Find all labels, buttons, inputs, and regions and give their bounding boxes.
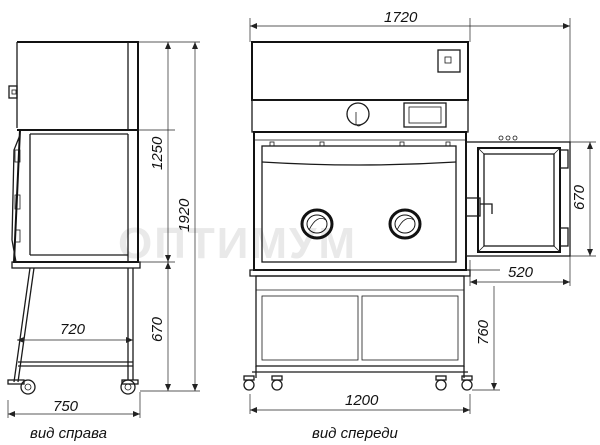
dim-front-base-width: 1200 <box>345 392 379 409</box>
dim-side-total-height: 1920 <box>176 198 193 232</box>
front-stand-frame <box>255 275 465 367</box>
dim-side-width: 750 <box>53 398 79 415</box>
side-caster-right <box>120 379 139 395</box>
front-caster-right-outer <box>461 375 473 391</box>
pass-box-handle <box>465 197 481 217</box>
side-worktop <box>11 261 141 269</box>
front-caster-left-inner <box>271 375 283 391</box>
dim-side-lower-height: 670 <box>149 316 166 342</box>
glove-port-right <box>388 208 422 240</box>
glove-port-left <box>300 208 334 240</box>
side-view-caption: вид справа <box>30 425 107 442</box>
dim-side-upper-height: 1250 <box>149 136 166 170</box>
dim-side-leg-width: 720 <box>60 321 86 338</box>
dim-front-door-depth: 520 <box>508 264 534 281</box>
side-top-cabinet <box>17 41 139 131</box>
front-top-panel <box>437 49 461 73</box>
front-view-caption: вид спереди <box>312 425 399 442</box>
front-caster-left-outer <box>243 375 255 391</box>
watermark-text: ОПТИМУМ <box>118 219 357 268</box>
front-top-cabinet <box>251 41 469 101</box>
side-view: 750 720 1250 670 1920 вид справа <box>7 41 200 442</box>
control-screen <box>403 102 447 128</box>
front-view: 1720 1200 520 670 760 вид спереди <box>243 9 596 442</box>
front-caster-right-inner <box>435 375 447 391</box>
pressure-gauge <box>346 102 370 126</box>
dim-front-table-height: 760 <box>475 319 492 345</box>
dim-front-total-width: 1720 <box>384 9 418 26</box>
side-caster-left <box>7 379 36 395</box>
side-control-box <box>8 85 18 99</box>
dim-front-door-height: 670 <box>571 184 588 210</box>
pass-box <box>465 135 571 257</box>
